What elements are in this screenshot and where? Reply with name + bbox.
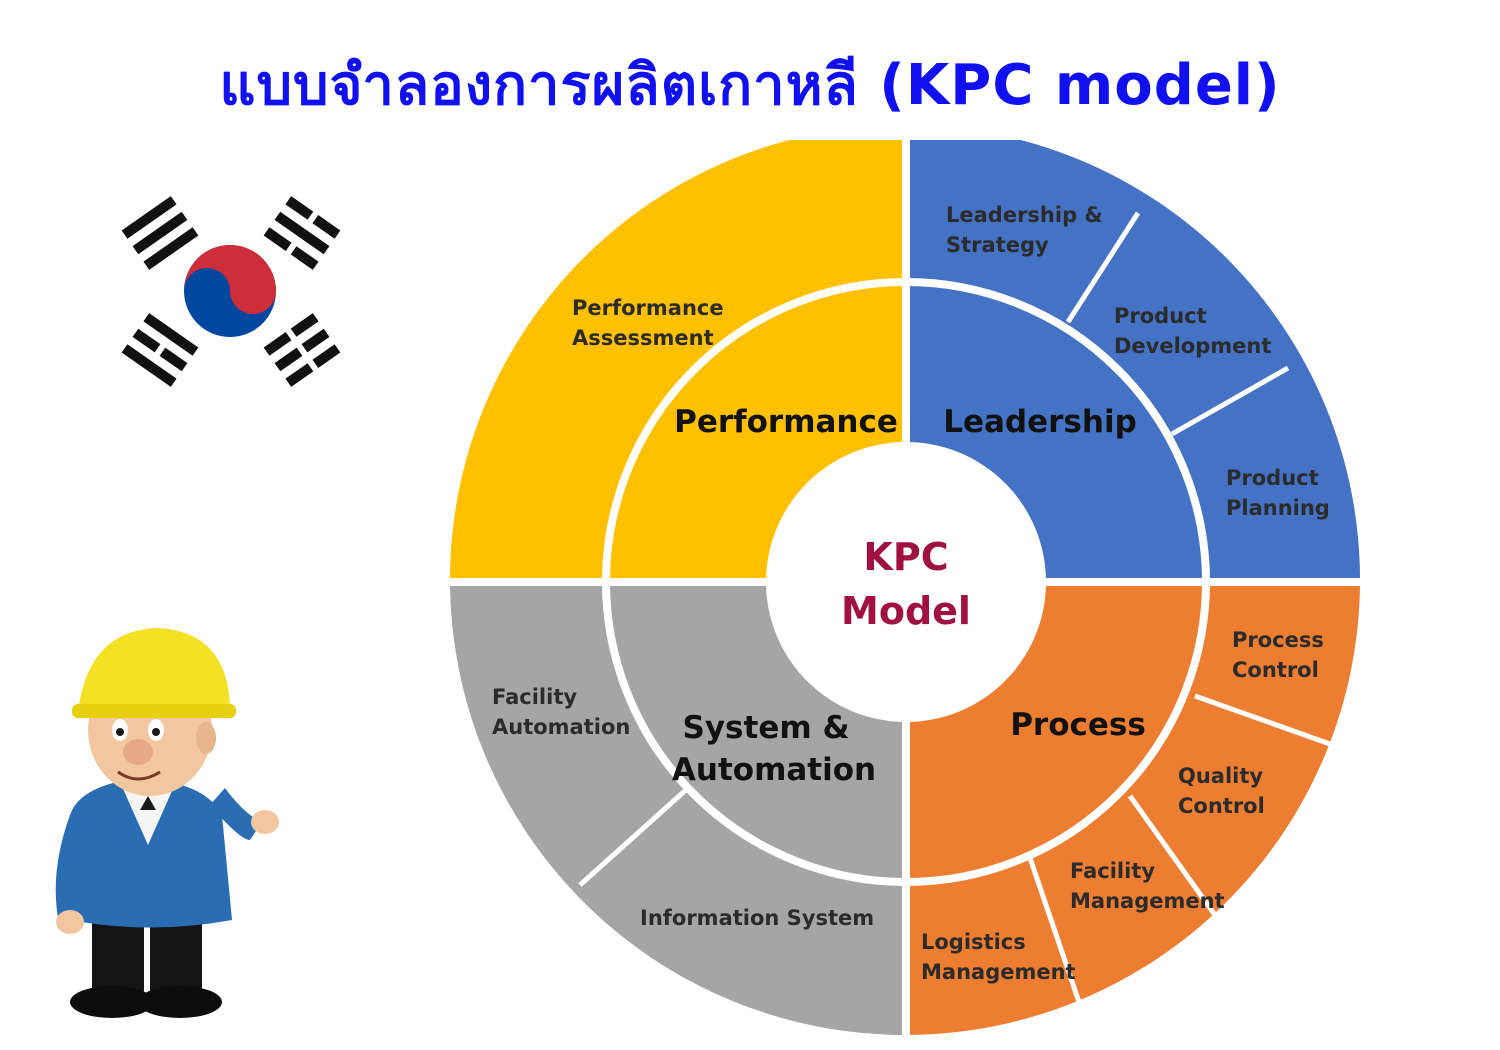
outer-ring-system [450, 580, 905, 1035]
outer-label-facility-management-1: Facility [1070, 859, 1155, 883]
outer-label-performance-assessment-1: Performance [572, 296, 724, 320]
outer-label-quality-control-1: Quality [1178, 764, 1263, 788]
korean-flag-icon [121, 196, 341, 387]
center-circle [766, 442, 1046, 722]
outer-label-facility-automation-1: Facility [492, 685, 577, 709]
outer-label-information-system: Information System [640, 906, 874, 930]
outer-label-leadership-strategy-1: Leadership & [946, 203, 1103, 227]
outer-label-product-development-2: Development [1114, 334, 1271, 358]
trigram-top-left [121, 196, 199, 270]
flag-taegeuk [184, 245, 276, 337]
outer-label-process-control-1: Process [1232, 628, 1324, 652]
quadrant-label-performance: Performance [674, 404, 898, 440]
quadrant-label-process: Process [1010, 707, 1146, 743]
outer-label-logistics-management-2: Management [921, 960, 1076, 984]
worker-illustration [55, 628, 279, 1018]
outer-label-logistics-management-1: Logistics [921, 930, 1026, 954]
center-label-line1: KPC [863, 535, 948, 579]
outer-ring-leadership [905, 140, 1360, 580]
trigram-top-right [263, 196, 341, 270]
outer-label-leadership-strategy-2: Strategy [946, 233, 1049, 257]
outer-label-performance-assessment-2: Assessment [572, 326, 714, 350]
outer-label-quality-control-2: Control [1178, 794, 1265, 818]
outer-label-process-control-2: Control [1232, 658, 1319, 682]
outer-ring-performance [450, 140, 905, 580]
kpc-model-diagram: KPC Model Performance Leadership Process… [450, 140, 1360, 1035]
outer-label-product-planning-2: Planning [1226, 496, 1330, 520]
outer-label-product-planning-1: Product [1226, 466, 1319, 490]
outer-label-facility-management-2: Management [1070, 889, 1225, 913]
quadrant-label-leadership: Leadership [943, 404, 1137, 440]
outer-label-product-development-1: Product [1114, 304, 1207, 328]
quadrant-label-system-line2: Automation [672, 752, 876, 788]
trigram-bottom-right [263, 313, 341, 387]
outer-ring-process [905, 580, 1360, 1035]
outer-label-facility-automation-2: Automation [492, 715, 630, 739]
quadrant-label-system-line1: System & [683, 710, 850, 746]
center-label-line2: Model [841, 589, 971, 633]
page-title: แบบจำลองการผลิตเกาหลี (KPC model) [219, 53, 1281, 118]
trigram-bottom-left [121, 313, 199, 387]
